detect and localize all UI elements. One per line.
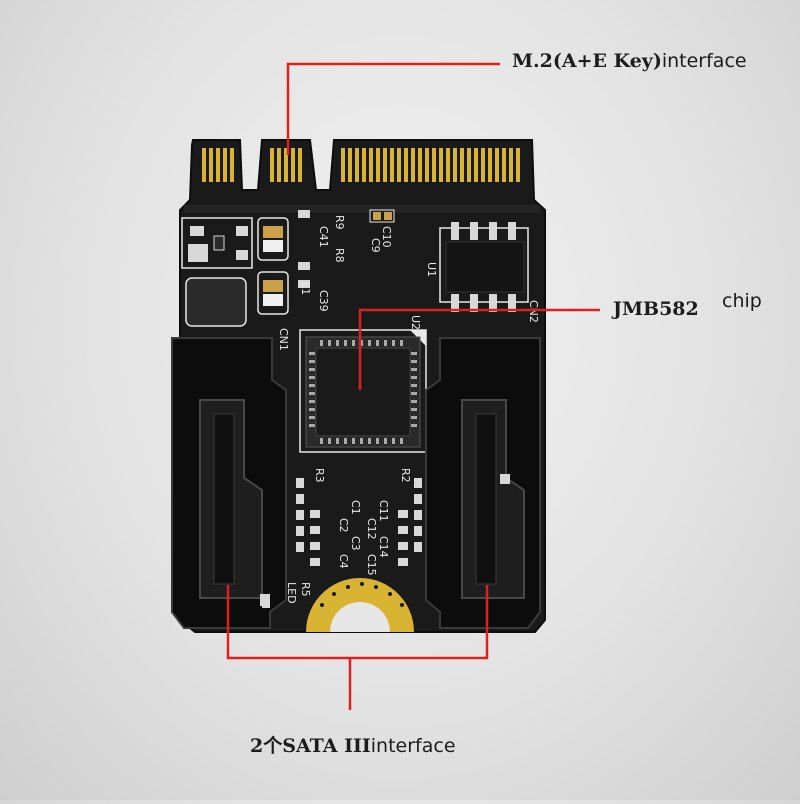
- sata-callout-line: [226, 585, 489, 660]
- label-led: LED: [285, 582, 298, 604]
- chip-callout-sub: chip: [722, 290, 762, 312]
- label-c4: C4: [337, 554, 350, 569]
- label-c10: C10: [380, 226, 393, 248]
- m2-callout-line: [286, 62, 500, 155]
- label-c14: C14: [377, 536, 390, 558]
- label-c11: C11: [377, 500, 390, 522]
- label-cn1: CN1: [277, 328, 290, 351]
- sata-port-left: [171, 337, 287, 629]
- label-c12: C12: [365, 518, 378, 540]
- inductor-l1: [185, 277, 247, 327]
- chip-callout-line: [358, 308, 600, 390]
- u1-chip: [439, 222, 529, 312]
- m2-interface-callout: M.2(A+E Key)interface: [512, 50, 747, 72]
- m2-callout-main: M.2(A+E Key): [512, 50, 662, 72]
- label-r9: R9: [333, 215, 346, 230]
- label-r3: R3: [313, 468, 326, 483]
- sata-port-right: [425, 337, 541, 629]
- label-c3: C3: [349, 536, 362, 551]
- regulator-section: [181, 209, 395, 327]
- m2-gold-contacts-middle: [270, 148, 302, 182]
- chip-callout-main: JMB582: [613, 298, 699, 320]
- label-c9: C9: [369, 238, 382, 253]
- label-r2: R2: [399, 468, 412, 483]
- label-u1: U1: [425, 262, 438, 277]
- callout-lines: [226, 62, 600, 710]
- label-r5: R5: [299, 582, 312, 597]
- sata-callout-main: 2个SATA III: [250, 735, 371, 757]
- label-c2: C2: [337, 518, 350, 533]
- label-l1: L1: [299, 282, 312, 295]
- m2-callout-sub: interface: [661, 50, 747, 72]
- mounting-hole: [306, 578, 414, 632]
- label-c39: C39: [317, 290, 330, 312]
- sata-interface-callout: 2个SATA IIIinterface: [250, 731, 456, 758]
- label-c1: C1: [349, 500, 362, 515]
- sata-callout-sub: interface: [370, 735, 456, 757]
- m2-gold-contacts-right: [341, 148, 520, 182]
- label-c41: C41: [317, 226, 330, 248]
- label-c15: C15: [365, 554, 378, 576]
- passive-components: [262, 478, 422, 608]
- m2-gold-contacts-left: [202, 148, 234, 182]
- label-cn2: CN2: [527, 300, 540, 323]
- label-u2: U2: [409, 315, 422, 330]
- label-r8: R8: [333, 248, 346, 263]
- jmb582-chip: [299, 329, 427, 453]
